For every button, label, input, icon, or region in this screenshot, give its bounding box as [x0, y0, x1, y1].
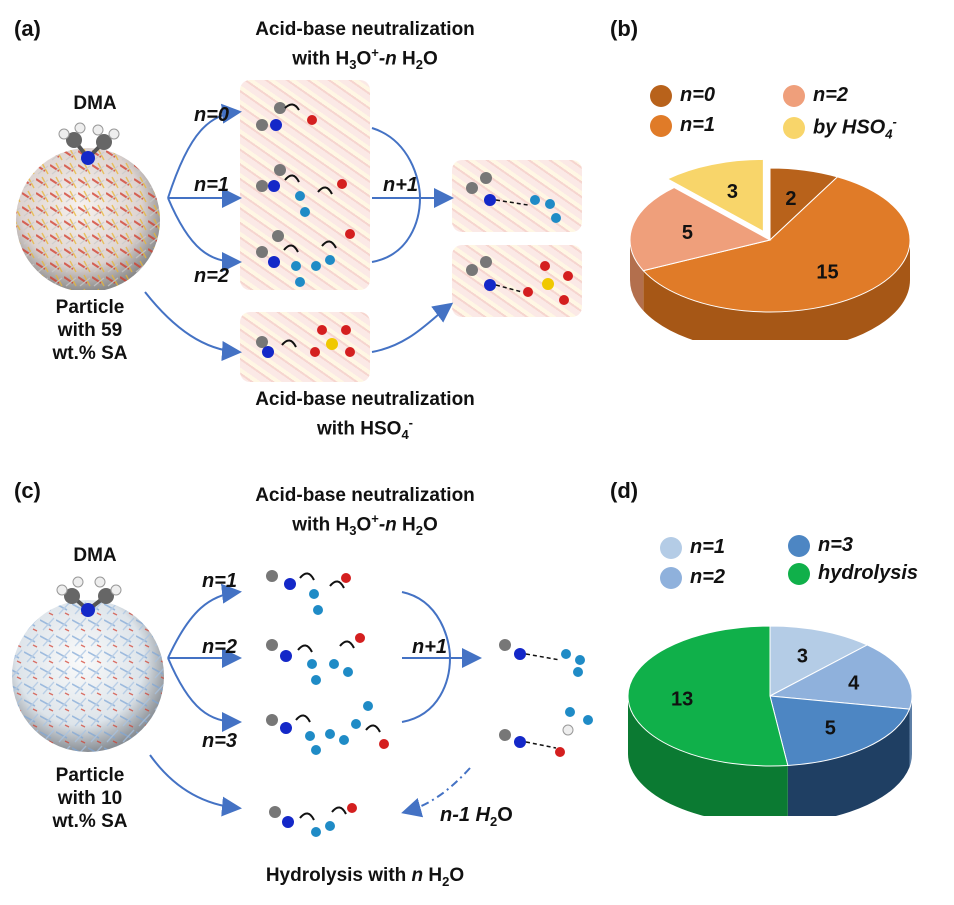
particle-sphere-10 — [12, 576, 164, 752]
legend-d-swatch-3 — [788, 562, 810, 585]
molecule-c-product2 — [499, 707, 593, 757]
molecule-a-product2 — [466, 256, 573, 305]
arrow-a-hso4 — [144, 291, 242, 362]
legend-d-item-1: n=2 — [660, 566, 725, 589]
panel-b-label: (b) — [610, 16, 639, 41]
arrow-a-merge-top — [371, 127, 421, 199]
pie-side-2 — [630, 240, 644, 311]
panel-a-title-line1: Acid-base neutralization — [255, 19, 475, 40]
legend-b-swatch-2 — [783, 84, 805, 107]
molecule-a-n0 — [256, 102, 317, 131]
label-a-n0: n=0 — [194, 104, 230, 126]
panel-c-label: (c) — [14, 478, 41, 503]
legend-b-item-3: by HSO4- — [783, 114, 897, 142]
legend-d-swatch-1 — [660, 566, 682, 589]
arrow-c-merge-top — [401, 591, 451, 659]
pie-value-label-1: 4 — [848, 673, 860, 695]
legend-d-swatch-0 — [660, 536, 682, 559]
legend-b: n=0 n=1 n=2 by HSO4- — [650, 84, 950, 144]
pie-side-3 — [628, 696, 788, 816]
pie-slice-3 — [627, 625, 789, 767]
arrow-a-n0 — [167, 103, 242, 199]
pie-slice-2 — [769, 695, 911, 766]
legend-b-swatch-0 — [650, 84, 672, 107]
panel-c-dma-label: DMA — [73, 545, 117, 566]
panel-a-dma-label: DMA — [73, 93, 117, 114]
dma-molecule-c — [56, 576, 122, 617]
pie-side-1 — [643, 240, 910, 340]
label-c-n3: n=3 — [202, 730, 238, 752]
arrow-c-n1 — [167, 583, 242, 659]
arrow-a-merge-bot — [371, 197, 421, 263]
label-c-minus-water: n-1 H2O — [440, 804, 513, 829]
pie-value-label-0: 3 — [797, 646, 808, 668]
legend-b-item-1: n=1 — [650, 114, 715, 137]
pie-value-label-0: 2 — [785, 188, 796, 210]
panel-a-particle-label: Particle with 59 wt.% SA — [52, 297, 128, 364]
legend-d: n=1 n=2 n=3 hydrolysis — [660, 534, 950, 594]
pie-value-label-1: 15 — [816, 261, 838, 283]
legend-b-item-2: n=2 — [783, 84, 848, 107]
legend-b-item-0: n=0 — [650, 84, 715, 107]
legend-d-swatch-2 — [788, 534, 810, 557]
molecule-a-n1 — [256, 164, 347, 217]
legend-b-swatch-1 — [650, 114, 672, 137]
pie-slice-1 — [768, 644, 913, 710]
panel-a-title-line2: with H3O+-n H2O — [292, 45, 438, 73]
pie-slice-3 — [666, 158, 764, 233]
pie-chart-d: 3 4 5 13 — [627, 625, 913, 816]
panel-c-title: Acid-base neutralization with H3O+-n H2O — [255, 485, 475, 539]
legend-b-swatch-3 — [783, 116, 805, 139]
legend-d-item-3: hydrolysis — [788, 562, 918, 585]
label-a-n1: n=1 — [194, 174, 230, 196]
molecule-a-hso4 — [256, 325, 355, 358]
molecule-c-product1 — [499, 639, 585, 677]
arrow-c-minus-water — [401, 767, 471, 818]
label-c-n2: n=2 — [202, 636, 238, 658]
pie-value-label-2: 5 — [682, 222, 693, 244]
molecule-a-product1 — [466, 172, 561, 223]
dma-molecule-a — [58, 122, 120, 165]
pie-value-label-3: 3 — [727, 181, 738, 203]
legend-d-item-0: n=1 — [660, 536, 725, 559]
particle-sphere-59 — [16, 122, 160, 290]
arrow-c-hydrolysis — [149, 754, 242, 817]
label-c-n-plus-1: n+1 — [412, 636, 448, 658]
molecule-c-n2 — [266, 633, 365, 685]
snapshot-a-product2 — [452, 245, 582, 317]
panel-c-particle-label: Particle with 10 wt.% SA — [52, 765, 128, 832]
molecule-c-hydrolysis — [269, 803, 357, 837]
pie-chart-b: 2 15 5 3 — [629, 158, 911, 340]
label-a-n2: n=2 — [194, 265, 230, 287]
panel-a-label: (a) — [14, 16, 41, 41]
arrow-a-hso4-product — [371, 302, 454, 353]
pie-slice-2 — [629, 186, 772, 272]
label-c-n1: n=1 — [202, 570, 238, 592]
panel-d-label: (d) — [610, 478, 639, 503]
panel-a-title: Acid-base neutralization with H3O+-n H2O — [205, 18, 525, 76]
pie-slice-1 — [642, 176, 911, 313]
molecule-c-n3 — [266, 701, 389, 755]
pie-side-1 — [909, 696, 912, 768]
panel-c-bottom-title: Hydrolysis with n H2O — [265, 865, 465, 889]
molecule-c-n1 — [266, 570, 351, 615]
pie-value-label-3: 13 — [671, 689, 693, 711]
arrow-a-n2 — [167, 197, 242, 272]
pie-side-2 — [787, 709, 910, 816]
arrow-c-merge-bot — [401, 657, 451, 723]
label-a-n-plus-1: n+1 — [383, 174, 419, 196]
molecule-a-n2 — [256, 229, 355, 287]
pie-value-label-2: 5 — [825, 718, 836, 740]
legend-d-item-2: n=3 — [788, 534, 853, 557]
arrow-c-n3 — [167, 657, 242, 732]
panel-a-bottom-title: Acid-base neutralization with HSO4- — [255, 389, 475, 443]
pie-slice-0 — [769, 625, 869, 697]
